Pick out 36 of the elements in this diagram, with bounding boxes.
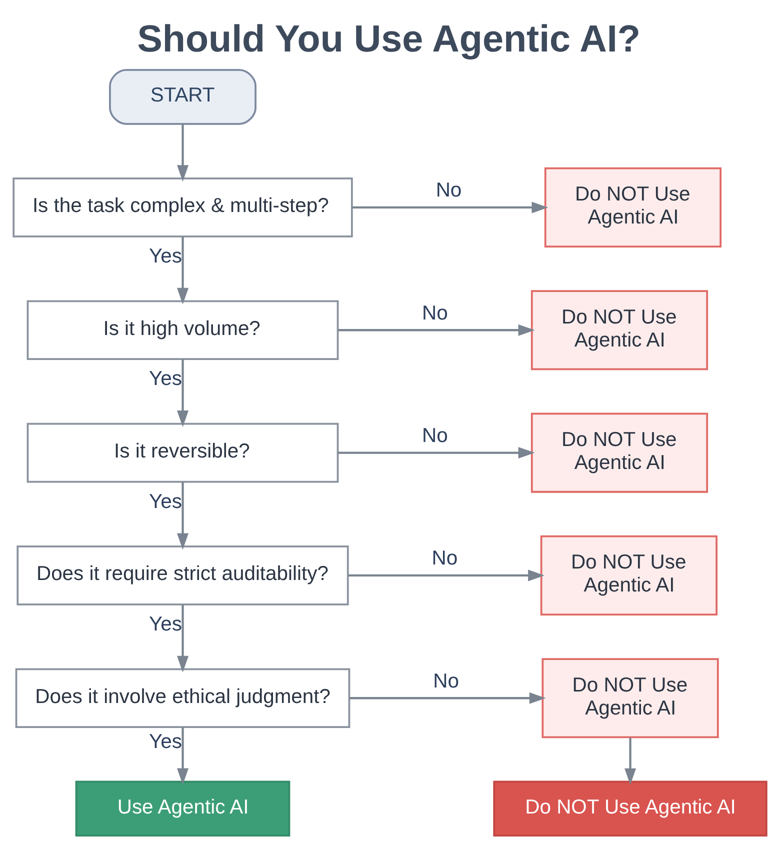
node-box: Do NOT Use Agentic AI	[542, 658, 719, 738]
arrow	[352, 201, 548, 213]
arrow	[176, 236, 189, 304]
edge-label: No	[422, 302, 448, 324]
node-box: Does it require strict auditability?	[16, 545, 349, 605]
arrow	[176, 358, 189, 427]
arrow	[176, 726, 189, 784]
arrow	[624, 737, 636, 784]
arrow	[176, 124, 189, 182]
edge-label: No	[433, 670, 459, 692]
arrow	[338, 446, 535, 458]
edge-label: No	[432, 547, 458, 570]
node-box: Does it involve ethical judgment?	[15, 668, 350, 728]
edge-label: Yes	[149, 730, 182, 752]
edge-label: Yes	[149, 244, 182, 267]
node-box: Do NOT Use Agentic AI	[540, 534, 718, 615]
arrow	[176, 604, 189, 672]
edge-label: No	[436, 179, 462, 202]
node-box: Is it high volume?	[26, 300, 339, 360]
edge-label: No	[422, 424, 448, 446]
node-box: Use Agentic AI	[75, 780, 290, 836]
node-box: Do NOT Use Agentic AI	[530, 290, 708, 370]
node-box: START	[109, 68, 256, 124]
node-box: Do NOT Use Agentic AI	[530, 412, 708, 492]
edge-label: Yes	[149, 490, 182, 512]
arrow	[176, 481, 189, 550]
arrow	[338, 324, 535, 336]
edge-label: Yes	[149, 368, 182, 390]
arrow	[348, 569, 545, 581]
node-box: Is the task complex & multi-step?	[12, 177, 353, 237]
arrow	[349, 692, 546, 704]
diagram-title: Should You Use Agentic AI?	[137, 17, 640, 60]
node-box: Is it reversible?	[26, 422, 339, 482]
node-box: Do NOT Use Agentic AI	[544, 166, 722, 247]
node-box: Do NOT Use Agentic AI	[493, 780, 768, 836]
edge-label: Yes	[149, 612, 182, 635]
